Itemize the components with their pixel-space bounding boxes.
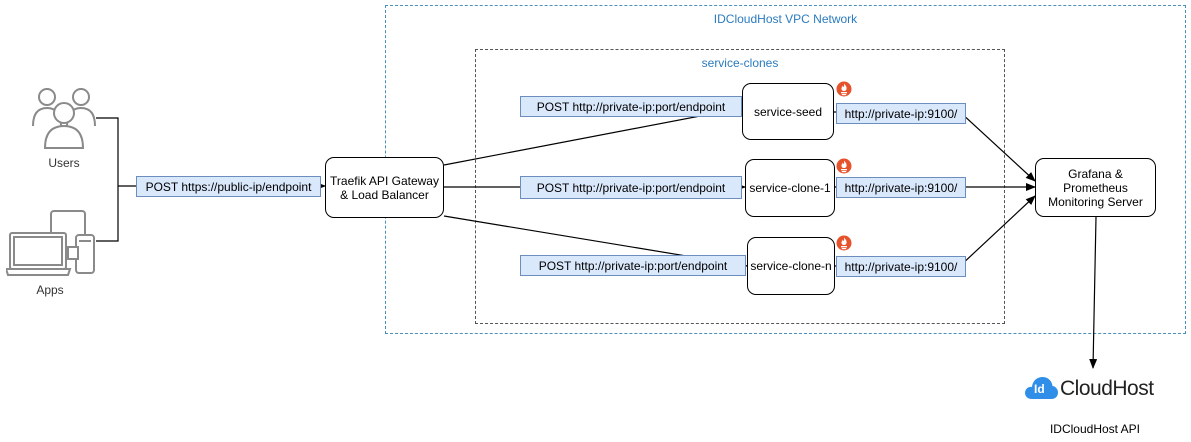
- devices-icon: [6, 210, 95, 276]
- public-post-label: POST https://public-ip/endpoint: [136, 176, 321, 197]
- service-seed-node: service-seed: [742, 83, 834, 140]
- users-icon: [32, 88, 96, 149]
- users-connector: [96, 117, 119, 186]
- private-post-label-clone-n: POST http://private-ip:port/endpoint: [520, 255, 746, 276]
- logo-badge: Id: [1034, 382, 1045, 396]
- prometheus-flame-icon: [836, 158, 852, 174]
- apps-label: Apps: [36, 283, 64, 297]
- monitoring-to-api-arrow: [1089, 216, 1098, 369]
- users-label: Users: [48, 156, 80, 170]
- service-clone-1-node: service-clone-1: [745, 159, 835, 217]
- api-label: IDCloudHost API: [1049, 422, 1141, 436]
- vpc-network-label: IDCloudHost VPC Network: [713, 12, 858, 26]
- cloudhost-logo-text: CloudHost: [1060, 377, 1154, 400]
- apps-connector: [96, 186, 119, 242]
- gateway-to-seed-arrow: [443, 105, 743, 166]
- service-clones-label: service-clones: [701, 56, 779, 70]
- private-post-label-seed: POST http://private-ip:port/endpoint: [520, 96, 742, 117]
- metrics-label-clone-n: http://private-ip:9100/: [836, 256, 966, 277]
- cloud-icon: [1025, 377, 1058, 399]
- gateway-node: Traefik API Gateway & Load Balancer: [325, 157, 444, 218]
- service-clone-n-node: service-clone-n: [747, 237, 835, 295]
- metrics-label-seed: http://private-ip:9100/: [836, 103, 966, 124]
- metrics-label-clone-1: http://private-ip:9100/: [836, 177, 966, 198]
- prometheus-flame-icon: [836, 81, 852, 97]
- prometheus-flame-icon: [836, 235, 852, 251]
- monitoring-server-node: Grafana & Prometheus Monitoring Server: [1035, 158, 1156, 217]
- private-post-label-clone-1: POST http://private-ip:port/endpoint: [520, 176, 742, 199]
